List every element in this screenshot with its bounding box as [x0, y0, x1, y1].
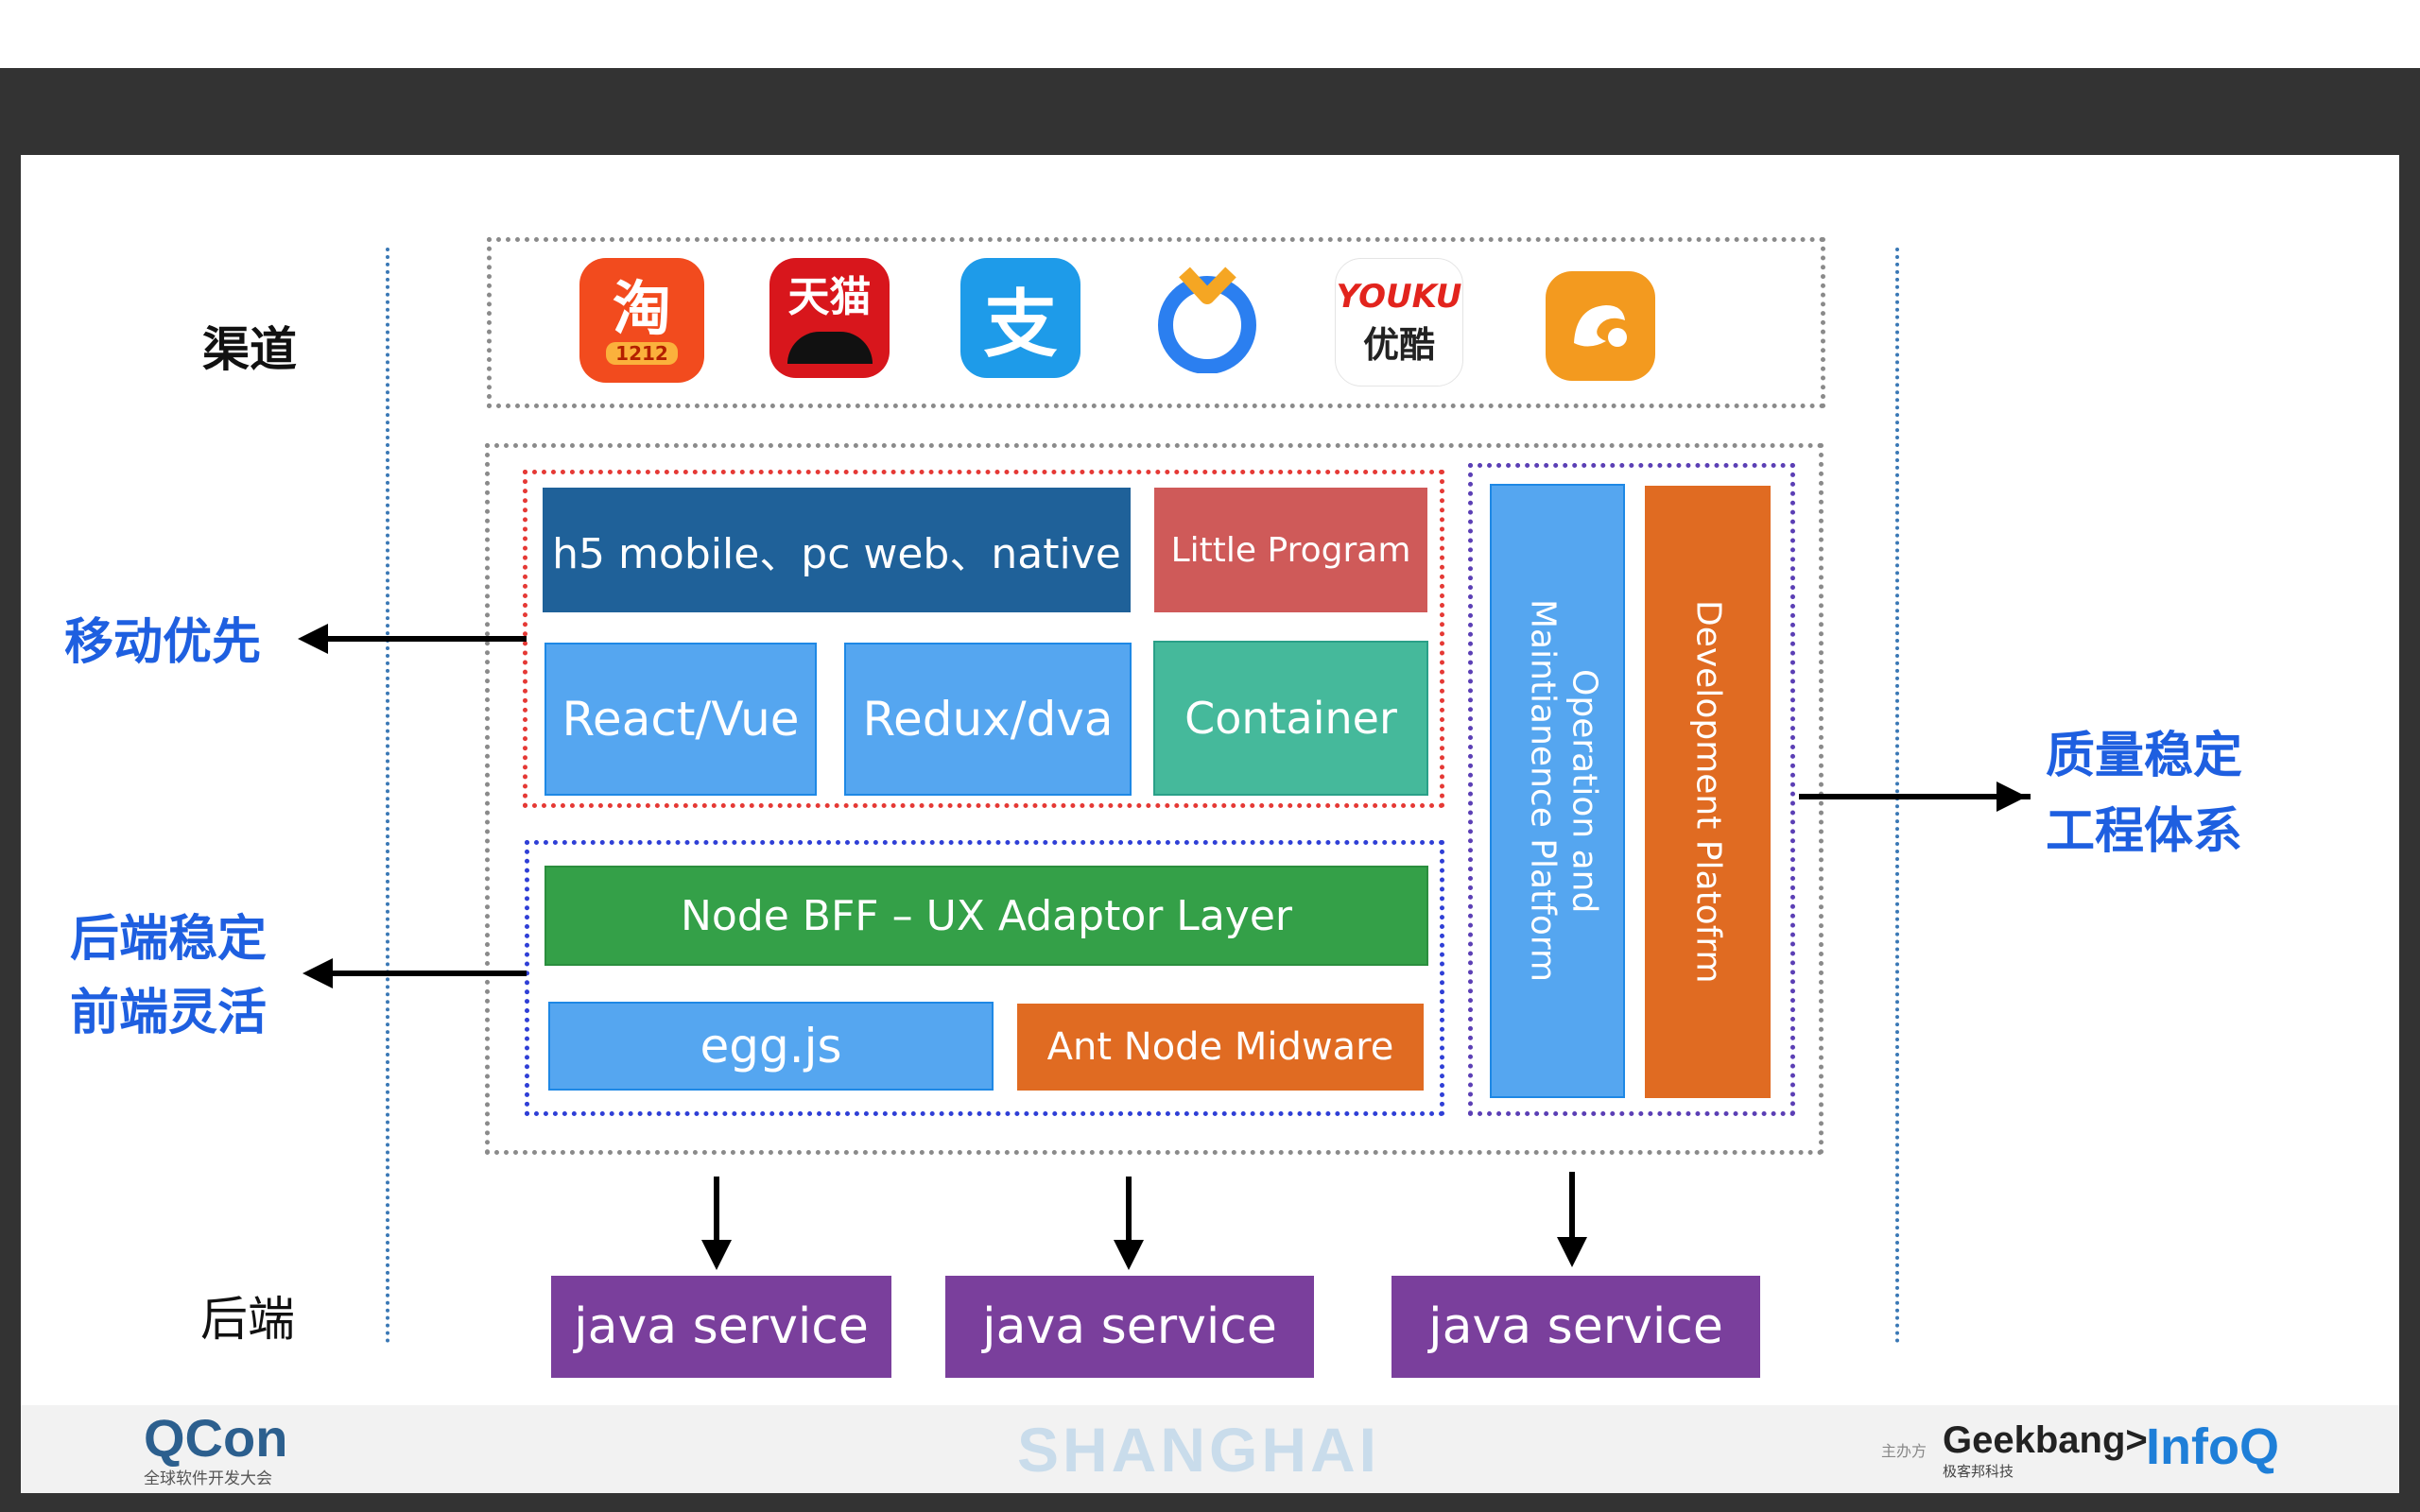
- youku-icon-text: 优酷: [1362, 323, 1435, 366]
- mobile-first-label: 移动优先: [64, 614, 262, 671]
- backend-stable-label: 后端稳定: [70, 911, 268, 968]
- backend-arrow-head: [302, 958, 333, 988]
- qcon-logo: QCon 全球软件开发大会: [144, 1408, 288, 1489]
- down-arrow-1-head: [701, 1240, 732, 1270]
- host-label: 主办方: [1881, 1442, 1927, 1460]
- uc-browser-icon: [1546, 271, 1655, 381]
- down-arrow-3-head: [1557, 1237, 1587, 1267]
- tmall-cat-face: [786, 331, 873, 364]
- ant-node-midware-block: Ant Node Midware: [1017, 1004, 1424, 1091]
- frontend-flexible-label: 前端灵活: [70, 985, 268, 1041]
- mobile-first-arrow-line: [326, 636, 527, 642]
- node-group-box: [525, 840, 1444, 1116]
- youku-icon: YOUKU 优酷: [1335, 258, 1463, 387]
- channel-box: [487, 237, 1825, 408]
- platform-group-box: [1468, 463, 1795, 1116]
- down-arrow-2-line: [1126, 1177, 1132, 1243]
- backend-label: 后端: [200, 1292, 295, 1347]
- quality-stable-label: 质量稳定: [2046, 728, 2243, 784]
- down-arrow-2-head: [1114, 1240, 1144, 1270]
- channel-label: 渠道: [202, 322, 297, 377]
- little-program-block: Little Program: [1154, 488, 1427, 612]
- h5-block: h5 mobile、pc web、native: [543, 488, 1131, 612]
- youku-icon-logo: YOUKU: [1336, 277, 1462, 316]
- alipay-icon: 支: [960, 258, 1080, 378]
- alipay-icon-glyph: 支: [983, 282, 1058, 368]
- dev-platform-label: Development Platofrm: [1688, 600, 1728, 984]
- node-bff-block: Node BFF – UX Adaptor Layer: [544, 866, 1428, 966]
- egg-js-block: egg.js: [548, 1002, 994, 1091]
- java-service-1: java service: [551, 1276, 891, 1378]
- geekbang-logo: Geekbang>. 极客邦科技: [1943, 1419, 2158, 1481]
- qcon-logo-subtitle: 全球软件开发大会: [144, 1469, 272, 1488]
- ops-platform-label: Operation and Maintianence Platform: [1523, 599, 1604, 983]
- qcon-logo-text: QCon: [144, 1408, 288, 1468]
- down-arrow-1-line: [714, 1177, 719, 1243]
- redux-dva-block: Redux/dva: [844, 643, 1132, 796]
- footer-bar: [21, 1405, 2399, 1493]
- quality-arrow-line: [1799, 794, 2031, 799]
- bottom-dark-bar: [0, 1493, 2420, 1512]
- geekbang-logo-subtitle: 极客邦科技: [1943, 1463, 2014, 1480]
- engineering-system-label: 工程体系: [2046, 803, 2243, 860]
- taobao-icon: 淘 1212: [579, 258, 704, 383]
- java-service-2: java service: [945, 1276, 1314, 1378]
- ring-icon: [1153, 265, 1262, 374]
- quality-arrow-head: [1996, 782, 2027, 812]
- mobile-first-arrow-head: [298, 624, 328, 654]
- container-block: Container: [1153, 641, 1428, 796]
- tmall-icon: 天猫: [769, 258, 890, 378]
- taobao-icon-sub: 1212: [606, 342, 678, 365]
- ops-platform-block: Operation and Maintianence Platform: [1490, 484, 1625, 1098]
- right-dark-edge: [2399, 68, 2420, 1512]
- tmall-icon-glyph: 天猫: [787, 272, 872, 321]
- top-dark-bar: [0, 68, 2420, 155]
- taobao-icon-glyph: 淘: [612, 274, 671, 343]
- left-dark-edge: [0, 68, 21, 1512]
- left-guide-line: [386, 248, 389, 1344]
- geekbang-logo-text: Geekbang>.: [1943, 1419, 2158, 1461]
- backend-arrow-line: [331, 971, 527, 976]
- city-watermark: SHANGHAI: [1017, 1415, 1381, 1485]
- java-service-3: java service: [1392, 1276, 1760, 1378]
- dev-platform-block: Development Platofrm: [1645, 486, 1771, 1098]
- infoq-logo: InfoQ: [2146, 1418, 2279, 1475]
- down-arrow-3-line: [1569, 1172, 1575, 1240]
- react-vue-block: React/Vue: [544, 643, 817, 796]
